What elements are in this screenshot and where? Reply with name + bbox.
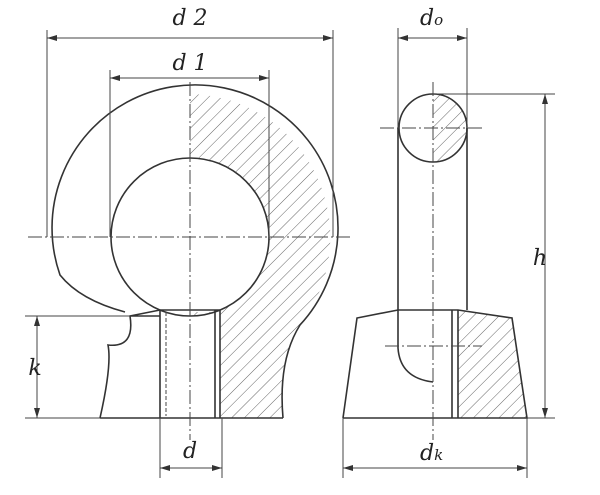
front-view: d 2 d 1 k d bbox=[25, 6, 352, 478]
label-h: h bbox=[533, 246, 547, 271]
label-d2: d 2 bbox=[172, 6, 207, 31]
base bbox=[99, 309, 283, 419]
thread-hole bbox=[159, 310, 221, 418]
shank bbox=[397, 128, 468, 383]
side-view: do h dk bbox=[342, 6, 555, 478]
outer-ring bbox=[51, 84, 339, 419]
label-dk: dk bbox=[420, 441, 443, 466]
label-d: d bbox=[183, 439, 197, 464]
label-d1: d 1 bbox=[172, 51, 207, 76]
label-d0: do bbox=[420, 6, 443, 31]
label-k: k bbox=[28, 356, 41, 381]
